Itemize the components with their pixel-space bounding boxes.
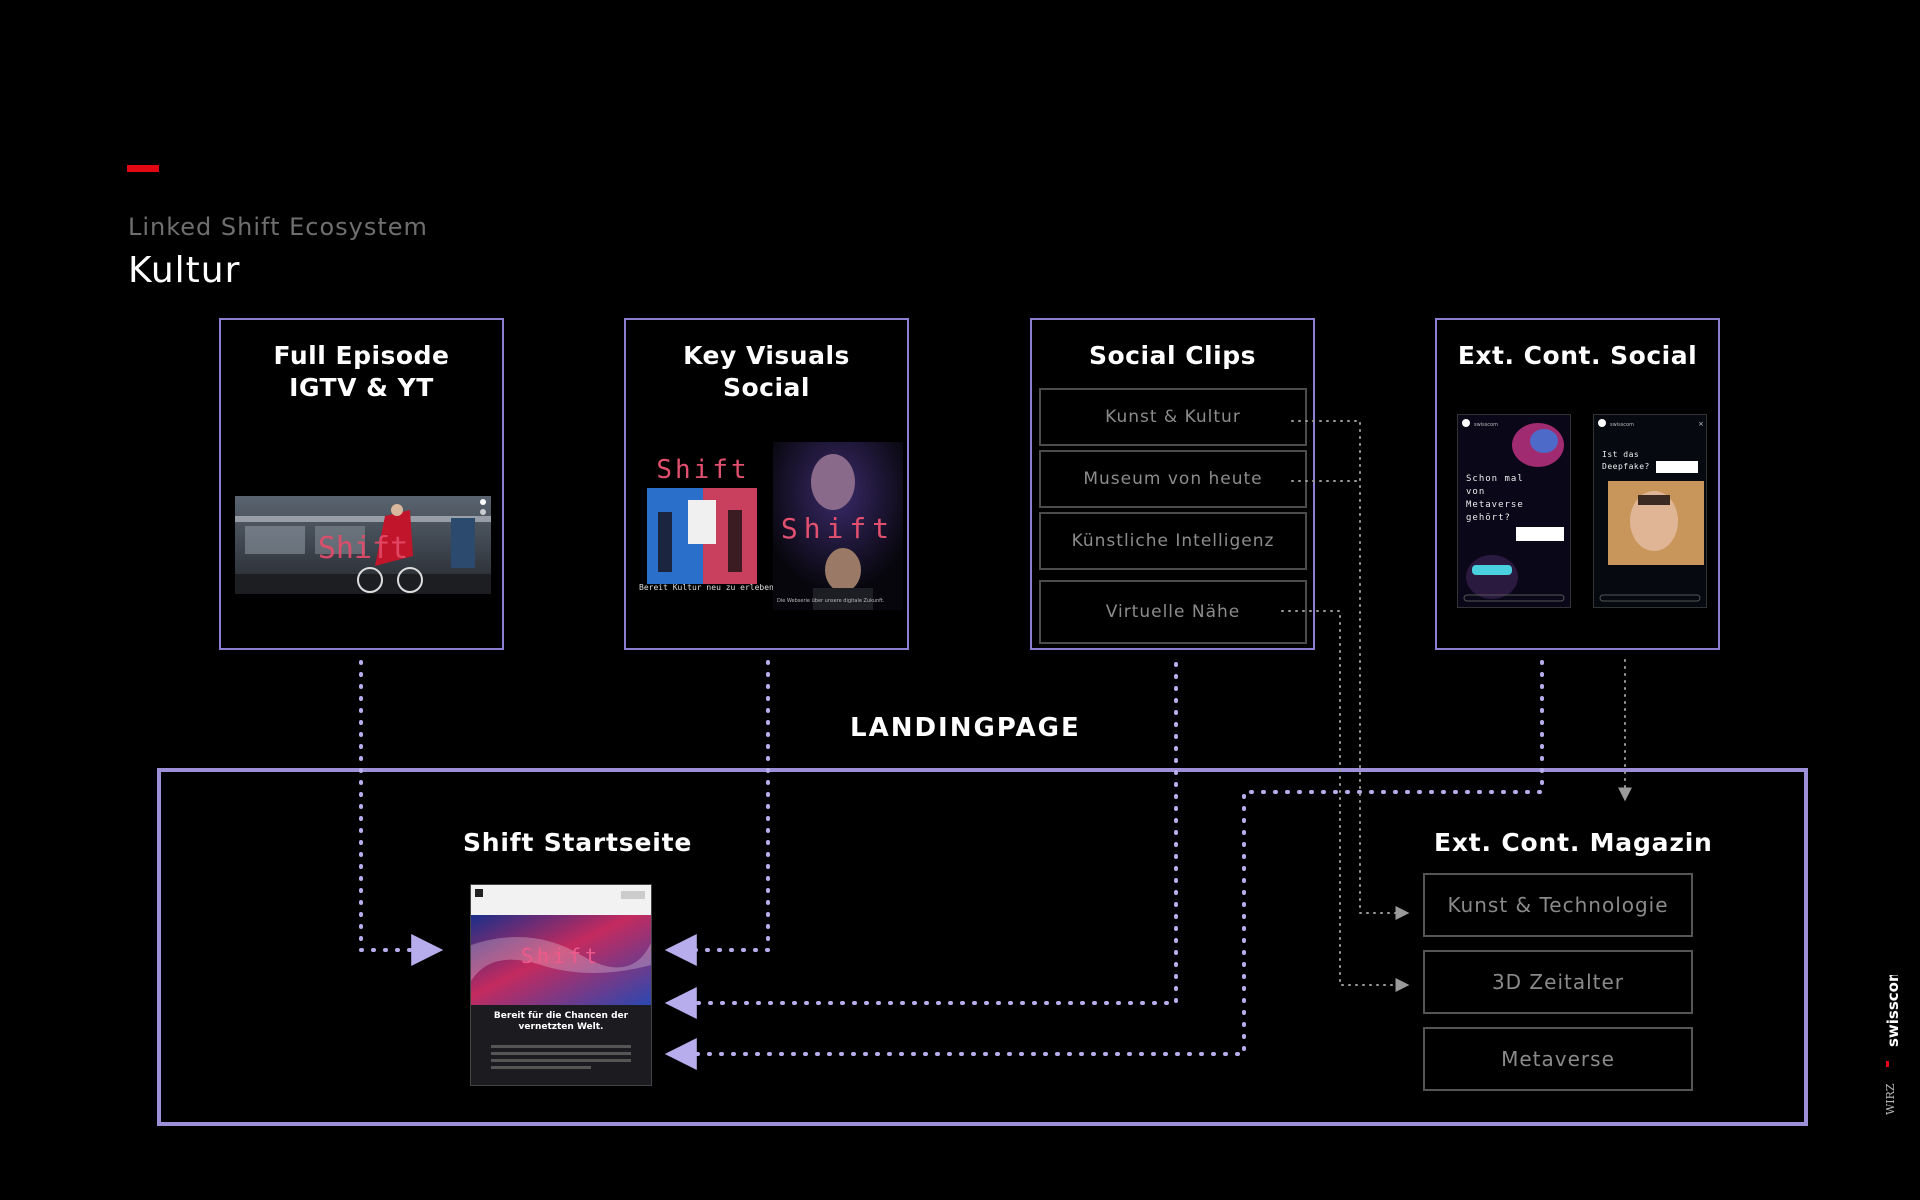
connector-clip-kunst [1291, 420, 1410, 920]
connector-full-episode [359, 660, 444, 966]
clip-museum-von-heute[interactable]: Museum von heute [1039, 450, 1307, 508]
card-key-visuals[interactable]: Key Visuals Social Shift Bereit Kultur n… [624, 318, 909, 650]
card-full-episode[interactable]: Full Episode IGTV & YT Shift [219, 318, 504, 650]
brand-logo: swisscom WIRZ [1870, 966, 1910, 1115]
video-thumbnail[interactable]: Shift [235, 496, 491, 594]
brand-name: swisscom [1884, 975, 1902, 1047]
connector-ext-social [664, 660, 1544, 1070]
key-visual-right[interactable]: Shift Die Webserie über unsere digitale … [773, 442, 903, 610]
story-account: swisscom [1474, 422, 1498, 428]
landing-shift-word: Shift [521, 944, 601, 968]
landingpage-label: LANDINGPAGE [850, 713, 1081, 743]
kv-shift-word-2: Shift [781, 512, 895, 545]
clip-virtuelle-naehe[interactable]: Virtuelle Nähe [1039, 580, 1307, 644]
landingpage-frame [157, 768, 1808, 1126]
story-account-2: swisscom [1610, 422, 1634, 428]
key-visual-left[interactable]: Shift Bereit Kultur neu zu erleben? [633, 442, 773, 610]
video-shift-word: Shift [318, 531, 408, 566]
card-title: Key Visuals Social [683, 341, 850, 402]
card-title: Social Clips [1089, 341, 1256, 370]
magazin-kunst-technologie[interactable]: Kunst & Technologie [1423, 873, 1693, 937]
svg-text:×: × [1698, 420, 1704, 428]
story-thumbnail-deepfake[interactable]: swisscom × Ist das Deepfake? [1593, 414, 1707, 608]
magazin-3d-zeitalter[interactable]: 3D Zeitalter [1423, 950, 1693, 1014]
shift-startseite-title: Shift Startseite [463, 828, 693, 857]
connector-clip-virtuelle [1281, 610, 1410, 992]
kv-footer: Die Webserie über unsere digitale Zukunf… [777, 598, 885, 604]
story-thumbnail-metaverse[interactable]: swisscom Schon mal von Metaverse gehört? [1457, 414, 1571, 608]
page-subtitle: Linked Shift Ecosystem [128, 213, 428, 241]
card-ext-cont-social[interactable]: Ext. Cont. Social swisscom Schon mal von… [1435, 318, 1720, 650]
landing-headline: Bereit für die Chancen der vernetzten We… [493, 1011, 629, 1032]
story1-text: Schon mal von Metaverse gehört? [1466, 474, 1524, 523]
connector-social-clips [664, 662, 1178, 1019]
kv-shift-word: Shift [656, 455, 749, 485]
clip-kunst-kultur[interactable]: Kunst & Kultur [1039, 388, 1307, 446]
story2-text: Ist das Deepfake? [1602, 450, 1650, 471]
connector-key-visuals [664, 660, 770, 966]
card-social-clips[interactable]: Social Clips Kunst & Kultur Museum von h… [1030, 318, 1315, 650]
card-title: Ext. Cont. Social [1457, 341, 1698, 370]
magazin-metaverse[interactable]: Metaverse [1423, 1027, 1693, 1091]
ext-cont-magazin-title: Ext. Cont. Magazin [1434, 828, 1713, 857]
page-title: Kultur [128, 250, 241, 291]
kv-caption: Bereit Kultur neu zu erleben? [639, 583, 773, 592]
shift-startseite-thumbnail[interactable]: Shift Bereit für die Chancen der vernetz… [470, 884, 652, 1086]
clip-kuenstliche-intelligenz[interactable]: Künstliche Intelligenz [1039, 512, 1307, 570]
card-title: Full Episode IGTV & YT [273, 341, 450, 402]
accent-bar [127, 165, 159, 172]
agency-name: WIRZ [1884, 1083, 1897, 1115]
